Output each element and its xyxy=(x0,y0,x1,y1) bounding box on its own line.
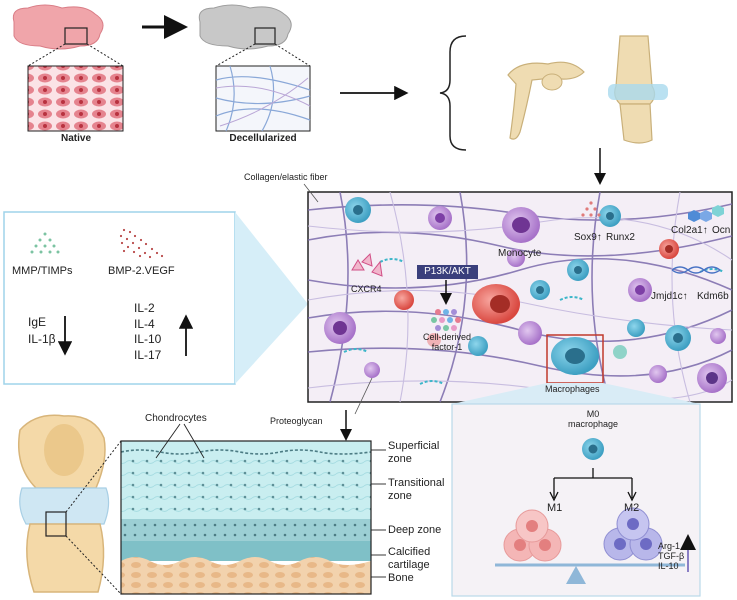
chondro-leader-2 xyxy=(183,423,205,459)
cdf-label-line2: factor-1 xyxy=(431,342,463,352)
zoom-wedge-left xyxy=(235,212,308,384)
m1-label: M1 xyxy=(547,502,563,514)
cartilage-layers xyxy=(120,440,372,595)
il10-label: IL-10 xyxy=(134,332,162,346)
transitional-label-2: zone xyxy=(388,490,412,502)
m0-cell xyxy=(582,438,604,460)
cxcr4-label: CXCR4 xyxy=(351,284,382,294)
bmp-label: BMP-2.VEGF xyxy=(108,265,175,277)
tgfb-label: TGF-β xyxy=(658,551,685,561)
chondrocytes-label: Chondrocytes xyxy=(145,413,207,424)
knee-joint-icon xyxy=(608,35,668,144)
m2-label: M2 xyxy=(624,502,640,514)
shoulder-bone-icon xyxy=(507,61,585,140)
cdf-label-line1: Cell-derived xyxy=(422,332,472,342)
m2-cells xyxy=(603,507,663,561)
il10-m2-label: IL-10 xyxy=(658,561,679,571)
monocyte-label: Monocyte xyxy=(498,248,542,259)
bone-label: Bone xyxy=(388,572,414,584)
superficial-label-2: zone xyxy=(388,453,412,465)
calcified-label-2: cartilage xyxy=(388,559,430,571)
polarization-branch xyxy=(553,468,633,498)
jmjd1c-label: Jmjd1c↑ xyxy=(651,291,688,302)
il2-label: IL-2 xyxy=(134,301,155,315)
decellularized-label: Decellularized xyxy=(229,133,297,144)
p13k-badge xyxy=(417,265,478,279)
m0-label-2: macrophage xyxy=(567,419,619,429)
transitional-label-1: Transitional xyxy=(388,477,445,489)
chondro-leader-1 xyxy=(155,423,181,459)
ige-label: IgE xyxy=(28,315,47,329)
bmp-dots-icon xyxy=(119,228,164,259)
zoom-wedge-bottom xyxy=(452,383,700,404)
m1-cells xyxy=(503,509,562,562)
kdm6b-label: Kdm6b xyxy=(697,291,729,302)
brace-icon xyxy=(439,35,467,151)
immune-panel xyxy=(3,211,236,385)
decellularized-tissue xyxy=(198,4,311,132)
joint-icon xyxy=(17,414,122,595)
sox9-label: Sox9↑ xyxy=(574,232,602,243)
col2a1-label: Col2a1↑ xyxy=(671,225,708,236)
ocn-label: Ocn xyxy=(712,225,731,236)
p13k-label: P13K/AKT xyxy=(424,266,471,277)
proteoglycan-label: Proteoglycan xyxy=(270,416,323,426)
deep-zone-label: Deep zone xyxy=(388,524,442,536)
m0-label-1: M0 xyxy=(586,409,600,419)
superficial-label-1: Superficial xyxy=(388,440,440,452)
il4-label: IL-4 xyxy=(134,317,155,331)
mmp-dots-icon xyxy=(30,232,60,254)
runx2-label: Runx2 xyxy=(606,232,635,243)
macrophages-label: Macrophages xyxy=(545,384,600,394)
mmp-label: MMP/TIMPs xyxy=(12,265,73,277)
proteoglycan-leader xyxy=(354,377,373,415)
zone-leaders xyxy=(371,449,386,578)
balance-scale-icon xyxy=(495,563,685,584)
native-label: Native xyxy=(60,133,91,144)
collagen-leader xyxy=(303,183,319,203)
collagen-label: Collagen/elastic fiber xyxy=(244,172,328,182)
il1b-label: IL-1β xyxy=(28,332,56,346)
native-tissue xyxy=(12,4,124,132)
il17-label: IL-17 xyxy=(134,348,162,362)
arg1-label: Arg-1 xyxy=(658,541,681,551)
calcified-label-1: Calcified xyxy=(388,546,431,558)
